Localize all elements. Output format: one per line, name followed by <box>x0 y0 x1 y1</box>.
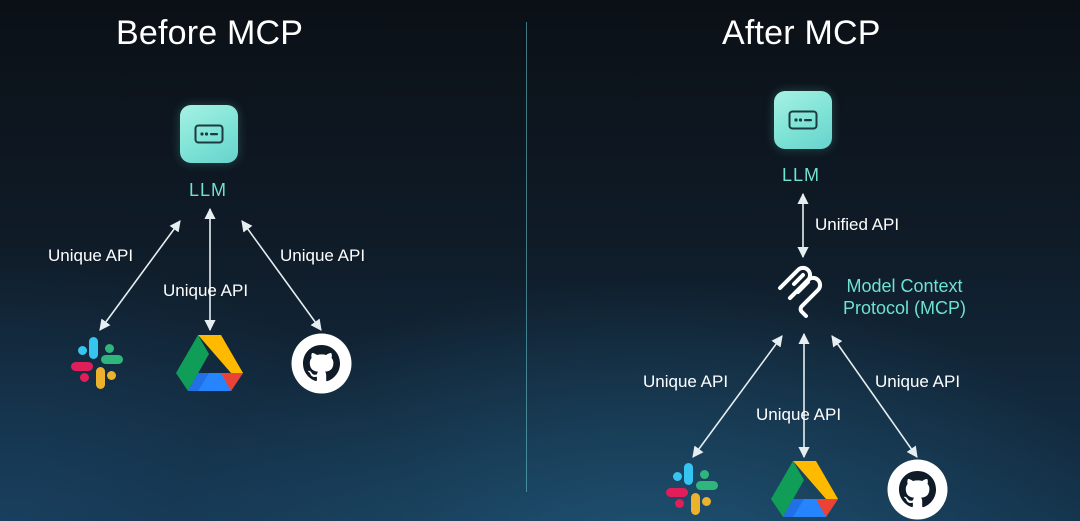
before-arrow-slack <box>99 220 181 331</box>
before-mcp-title: Before MCP <box>116 14 304 52</box>
slack-icon <box>71 337 123 389</box>
google-drive-icon <box>771 461 838 517</box>
after-arrow-github <box>831 335 918 458</box>
before-api-label-right: Unique API <box>280 246 366 265</box>
mcp-label-line2: Protocol (MCP) <box>843 298 967 318</box>
mcp-label-line1: Model Context <box>846 276 963 296</box>
before-api-label-left: Unique API <box>48 246 134 265</box>
after-api-label-left: Unique API <box>643 372 729 391</box>
google-drive-icon <box>176 335 243 391</box>
mcp-label: Model Context Protocol (MCP) <box>843 275 966 319</box>
after-api-label-right: Unique API <box>875 372 961 391</box>
before-api-label-middle: Unique API <box>163 281 249 300</box>
after-llm-label: LLM <box>782 165 821 185</box>
github-icon <box>887 459 948 520</box>
unified-api-label: Unified API <box>815 215 900 234</box>
after-llm-box <box>774 91 832 149</box>
after-api-label-middle: Unique API <box>756 405 842 424</box>
github-icon <box>291 333 352 394</box>
slack-icon <box>666 463 718 515</box>
mcp-logo-icon <box>778 265 823 318</box>
before-llm-box <box>180 105 238 163</box>
terminal-icon <box>788 110 818 130</box>
panel-divider <box>526 22 527 492</box>
before-llm-label: LLM <box>189 180 228 200</box>
before-arrow-github <box>241 220 322 331</box>
after-mcp-title: After MCP <box>722 14 881 52</box>
terminal-icon <box>194 124 224 144</box>
after-arrow-slack <box>692 335 783 458</box>
